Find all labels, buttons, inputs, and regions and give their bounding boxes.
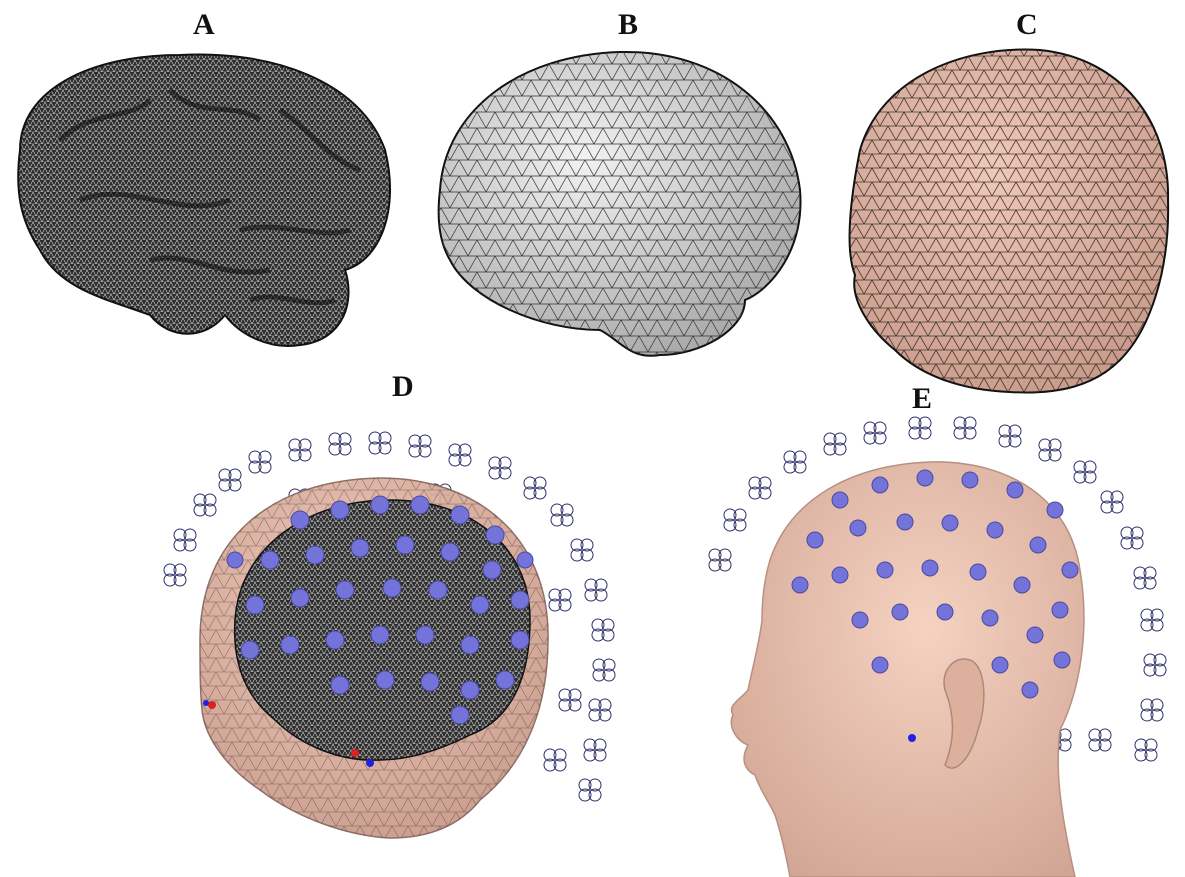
panel-b-brain-surface (439, 52, 801, 356)
panel-e-head (709, 417, 1166, 877)
panel-a-cortex (18, 54, 390, 346)
panel-e-fiducial-blue (908, 734, 916, 742)
panel-d-fiducial-red-2 (351, 749, 359, 757)
panel-d-fiducial-red (208, 701, 216, 709)
panel-d-fiducial-blue (366, 759, 374, 767)
panel-d-head-brain (164, 432, 615, 838)
panel-c-scalp (850, 50, 1169, 393)
